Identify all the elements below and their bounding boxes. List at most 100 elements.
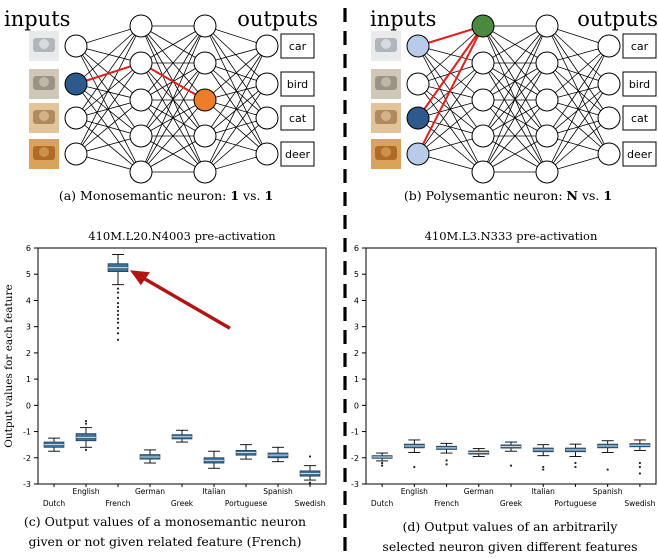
network-edge bbox=[546, 25, 610, 85]
outlier-point bbox=[116, 309, 120, 313]
x-tick-label: Spanish bbox=[263, 487, 293, 496]
network-edge bbox=[482, 99, 548, 173]
box-german bbox=[139, 449, 161, 464]
x-tick-label: Italian bbox=[532, 487, 556, 496]
network-node bbox=[535, 14, 559, 38]
output-box-label: cat bbox=[631, 112, 649, 125]
network-node bbox=[255, 34, 279, 58]
outlier-point bbox=[638, 465, 641, 469]
input-image-thumbnail bbox=[29, 69, 59, 99]
network-node bbox=[597, 142, 621, 166]
outlier-point bbox=[542, 465, 545, 469]
box-dutch bbox=[371, 452, 393, 462]
network-node bbox=[193, 160, 217, 184]
network-edge bbox=[140, 62, 206, 173]
outlier-point bbox=[574, 465, 577, 469]
highlight-arrow bbox=[141, 275, 231, 330]
y-tick-label: 4 bbox=[354, 296, 359, 305]
outlier-point bbox=[116, 313, 120, 316]
box-italian bbox=[203, 450, 225, 469]
network-edge bbox=[482, 25, 548, 173]
network-edge bbox=[204, 25, 268, 85]
network-edge bbox=[75, 25, 142, 155]
box-portuguese bbox=[235, 444, 257, 460]
network-edge bbox=[482, 25, 548, 101]
network-node bbox=[406, 72, 430, 96]
box-greek bbox=[500, 441, 522, 452]
output-box-label: bird bbox=[629, 78, 650, 91]
caption-a: (a) Monosemantic neuron: 1 vs. 1 bbox=[59, 188, 273, 203]
y-tick-label: -1 bbox=[23, 428, 31, 437]
outlier-point bbox=[116, 296, 120, 299]
output-box bbox=[280, 105, 315, 131]
output-box bbox=[280, 141, 315, 167]
network-node bbox=[64, 142, 88, 166]
network-node bbox=[129, 88, 153, 112]
caption-d-line2: selected neuron given different features bbox=[382, 539, 637, 554]
x-tick-label: Italian bbox=[202, 487, 226, 496]
x-tick-label: Portuguese bbox=[554, 499, 597, 508]
x-tick-label: German bbox=[135, 487, 165, 496]
caption-c-line2: given or not given related feature (Fren… bbox=[28, 534, 301, 549]
y-tick-label: 2 bbox=[26, 349, 31, 358]
output-box-label: car bbox=[289, 40, 307, 53]
outlier-point bbox=[638, 461, 641, 465]
output-box bbox=[622, 33, 657, 59]
input-image-thumbnail bbox=[29, 31, 59, 61]
network-edge bbox=[204, 45, 268, 101]
input-image-thumbnail bbox=[371, 103, 401, 133]
box-spanish bbox=[267, 446, 289, 463]
y-tick-label: -2 bbox=[351, 454, 359, 463]
y-tick-label: 0 bbox=[26, 401, 31, 410]
x-tick-label: Swedish bbox=[294, 499, 325, 508]
network-node bbox=[129, 160, 153, 184]
chart-d: 410M.L3.N333 pre-activation-3-2-10123456… bbox=[351, 229, 657, 508]
network-node bbox=[535, 51, 559, 75]
x-tick-label: Swedish bbox=[624, 499, 655, 508]
outlier-point bbox=[381, 461, 384, 465]
output-box-label: car bbox=[631, 40, 649, 53]
network-edge bbox=[140, 25, 206, 173]
y-tick-label: 5 bbox=[354, 270, 359, 279]
network-edge bbox=[75, 62, 142, 155]
network-edge bbox=[546, 45, 610, 137]
network-node bbox=[406, 142, 430, 166]
network-node bbox=[193, 14, 217, 38]
outlier-point bbox=[116, 321, 120, 324]
y-tick-label: 1 bbox=[354, 375, 359, 384]
outlier-point bbox=[116, 305, 120, 309]
x-tick-label: French bbox=[434, 499, 459, 508]
network-edge bbox=[75, 83, 142, 173]
box-spanish bbox=[597, 440, 619, 453]
plot-frame bbox=[37, 247, 327, 485]
box-dutch bbox=[43, 437, 65, 452]
network-edge bbox=[417, 25, 484, 85]
network-edge bbox=[482, 25, 548, 64]
y-tick-label: 3 bbox=[26, 323, 31, 332]
box-french bbox=[436, 442, 457, 454]
network-edge bbox=[140, 25, 206, 101]
input-image-thumbnail bbox=[371, 31, 401, 61]
y-tick-label: 5 bbox=[26, 270, 31, 279]
network-node bbox=[471, 51, 495, 75]
outlier-point bbox=[116, 291, 120, 294]
x-tick-label: Dutch bbox=[371, 499, 394, 508]
output-box-label: bird bbox=[287, 78, 308, 91]
outlier-point bbox=[116, 317, 120, 320]
outlier-point bbox=[116, 326, 120, 330]
outlier-point bbox=[84, 448, 88, 452]
inputs-label-b: inputs bbox=[370, 7, 436, 31]
box-italian bbox=[532, 444, 554, 457]
network-node bbox=[597, 106, 621, 130]
outlier-point bbox=[509, 464, 513, 467]
network-node bbox=[255, 142, 279, 166]
network-node bbox=[129, 51, 153, 75]
outputs-label-b: outputs bbox=[577, 7, 658, 31]
output-box-label: cat bbox=[289, 112, 307, 125]
network-edge bbox=[204, 45, 268, 137]
output-box-label: deer bbox=[627, 148, 653, 161]
y-tick-label: 1 bbox=[26, 375, 31, 384]
outlier-point bbox=[606, 468, 609, 471]
outlier-point bbox=[638, 472, 641, 475]
